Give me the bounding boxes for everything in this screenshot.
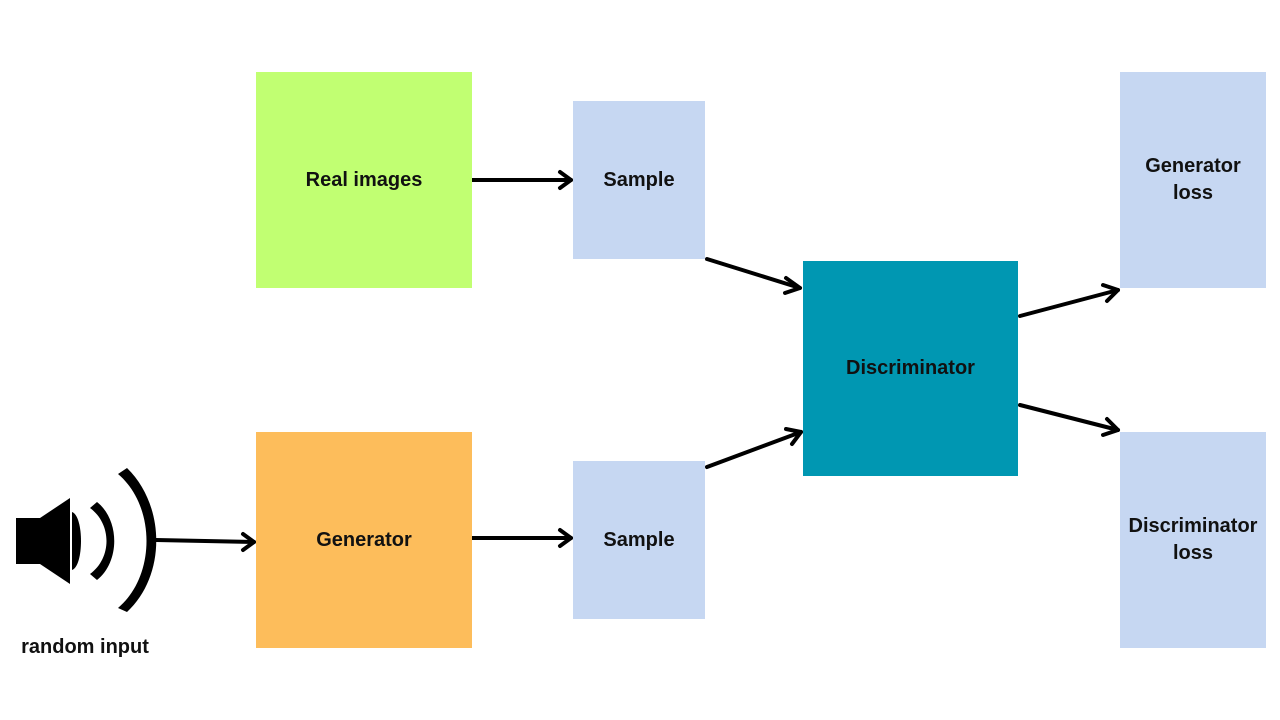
speaker-volume-icon — [16, 468, 157, 612]
generator-loss-label: Generator loss — [1145, 155, 1241, 204]
generator-node: Generator — [256, 432, 472, 648]
discriminator-loss-node: Discriminator loss — [1120, 432, 1266, 648]
real-images-node: Real images — [256, 72, 472, 288]
real-images-label: Real images — [305, 168, 423, 191]
generator-loss-node: Generator loss — [1120, 72, 1266, 288]
arrow-random-input-to-generator — [154, 532, 256, 552]
discriminator-loss-label: Discriminator loss — [1128, 515, 1258, 564]
discriminator-node: Discriminator — [803, 261, 1018, 476]
sample-top-node: Sample — [573, 101, 705, 259]
arrow-sample-bottom-to-discriminator — [705, 427, 803, 469]
discriminator-label: Discriminator — [846, 357, 975, 379]
generator-label: Generator — [316, 528, 412, 551]
arrow-discriminator-to-discriminator-loss — [1018, 403, 1120, 437]
random-input-label: random input — [21, 636, 149, 658]
sample-bottom-label: Sample — [603, 528, 675, 551]
sample-top-label: Sample — [603, 168, 675, 191]
arrow-real-images-to-sample — [470, 170, 573, 190]
arrow-discriminator-to-generator-loss — [1018, 283, 1120, 318]
arrow-generator-to-sample — [470, 528, 573, 548]
sample-bottom-node: Sample — [573, 461, 705, 619]
arrow-sample-top-to-discriminator — [705, 257, 802, 295]
